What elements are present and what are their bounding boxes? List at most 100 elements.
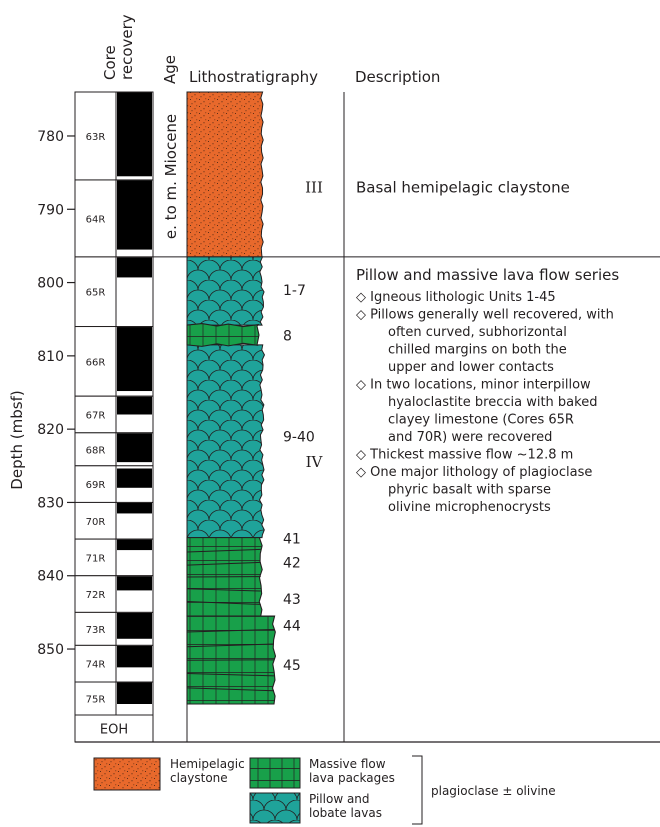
flow-package-boundary bbox=[186, 643, 275, 648]
flow-package-boundary bbox=[186, 673, 275, 677]
core-recovered-interval bbox=[117, 327, 152, 392]
depth-tick-label: 790 bbox=[37, 202, 64, 218]
depth-tick-label: 810 bbox=[37, 349, 64, 365]
igneous-unit-label: 9-40 bbox=[283, 429, 315, 445]
depth-tick-label: 830 bbox=[37, 495, 64, 511]
figure-frame bbox=[75, 92, 660, 743]
core-recovered-interval bbox=[117, 576, 152, 591]
header-description: Description bbox=[355, 68, 440, 86]
core-recovered-interval bbox=[117, 396, 152, 415]
core-box bbox=[74, 644, 117, 683]
age-column: e. to m. Miocene bbox=[153, 114, 187, 258]
legend: Hemipelagic claystone Massive flow lava … bbox=[93, 755, 556, 825]
core-recovered-interval bbox=[117, 612, 152, 639]
description-line: often curved, subhorizontal bbox=[388, 325, 567, 340]
core-box bbox=[74, 432, 117, 467]
legend-massive-line2: lava packages bbox=[309, 771, 395, 785]
header-age: Age bbox=[161, 55, 179, 84]
core-recovered-interval bbox=[117, 645, 152, 668]
legend-massive-swatch bbox=[249, 757, 301, 789]
age-label: e. to m. Miocene bbox=[162, 114, 180, 239]
core-recovered-interval bbox=[117, 180, 152, 250]
description-line: olivine microphenocrysts bbox=[388, 500, 551, 515]
igneous-unit-label: 44 bbox=[283, 619, 301, 635]
pillow-lava-interval bbox=[186, 256, 265, 326]
igneous-unit-label: 42 bbox=[283, 556, 301, 572]
header-lithostratigraphy: Lithostratigraphy bbox=[189, 68, 318, 86]
flow-package-boundary bbox=[186, 561, 261, 566]
core-recovery-column: 63R 64R 65R 66R 67R 68R 69R 70R 71R 72R 73R 74R 75R E… bbox=[74, 91, 154, 743]
core-label: 71R bbox=[86, 553, 106, 564]
core-recovered-interval bbox=[117, 682, 152, 705]
description-line: clayey limestone (Cores 65R bbox=[388, 413, 574, 428]
core-label: 74R bbox=[86, 660, 106, 671]
description-line: and 70R) were recovered bbox=[388, 430, 552, 445]
lithology-column: 1-7 8 9-40 41 42 43 44 45 bbox=[186, 91, 315, 705]
depth-tick-label: 840 bbox=[37, 569, 64, 585]
header-core-recovery-line2: recovery bbox=[118, 14, 136, 80]
description-line: chilled margins on both the bbox=[388, 343, 567, 358]
core-box bbox=[74, 91, 117, 181]
core-box bbox=[74, 538, 117, 577]
core-label: 68R bbox=[86, 445, 106, 456]
core-box bbox=[74, 326, 117, 397]
lithologic-unit-roman: IV bbox=[306, 453, 324, 471]
legend-pillow-line1: Pillow and bbox=[309, 792, 370, 806]
legend-pillow-line2: lobate lavas bbox=[309, 806, 382, 820]
core-recovered-interval bbox=[117, 92, 152, 177]
flow-package-boundary bbox=[186, 687, 275, 692]
core-label: 69R bbox=[86, 480, 106, 491]
legend-hemipelagic-line2: claystone bbox=[170, 771, 228, 785]
core-label: 63R bbox=[86, 132, 106, 143]
core-box bbox=[74, 501, 117, 540]
eoh-box bbox=[74, 714, 154, 743]
core-label: 66R bbox=[86, 357, 106, 368]
core-label: 75R bbox=[86, 695, 106, 706]
legend-bracket-label: plagioclase ± olivine bbox=[431, 784, 556, 798]
legend-massive-line1: Massive flow bbox=[309, 757, 386, 771]
flow-package-boundary bbox=[186, 601, 261, 605]
description-line: upper and lower contacts bbox=[388, 360, 554, 375]
pillow-lava-interval bbox=[186, 344, 266, 539]
flow-package-boundary bbox=[186, 548, 261, 553]
header-core-recovery-line1: Core bbox=[101, 45, 119, 80]
depth-axis-label: Depth (mbsf) bbox=[8, 390, 26, 489]
core-label: 73R bbox=[86, 625, 106, 636]
legend-hemipelagic-swatch bbox=[93, 757, 161, 791]
core-label: 70R bbox=[86, 517, 106, 528]
igneous-unit-label: 43 bbox=[283, 592, 301, 608]
description-line: ◇ Pillows generally well recovered, with bbox=[356, 308, 614, 323]
legend-pillow-swatch bbox=[249, 792, 301, 824]
core-recovered-interval bbox=[117, 433, 152, 463]
depth-tick-label: 820 bbox=[37, 422, 64, 438]
unit-iii-description: Basal hemipelagic claystone bbox=[356, 178, 570, 196]
massive-flow-interval bbox=[186, 323, 260, 347]
core-recovered-interval bbox=[117, 539, 152, 551]
igneous-unit-label: 45 bbox=[283, 658, 301, 674]
depth-tick-label: 780 bbox=[37, 129, 64, 145]
core-box bbox=[74, 681, 117, 716]
eoh-label: EOH bbox=[100, 723, 128, 738]
core-recovered-interval bbox=[117, 257, 152, 278]
description-line: phyric basalt with sparse bbox=[388, 483, 551, 498]
igneous-unit-label: 41 bbox=[283, 531, 301, 547]
unit-iv-description-title: Pillow and massive lava flow series bbox=[356, 266, 619, 284]
core-label: 64R bbox=[86, 214, 106, 225]
legend-bracket bbox=[412, 755, 423, 825]
description-line: ◇ One major lithology of plagioclase bbox=[356, 465, 592, 480]
core-label: 65R bbox=[86, 288, 106, 299]
core-label: 67R bbox=[86, 410, 106, 421]
igneous-unit-label: 1-7 bbox=[283, 283, 306, 299]
legend-hemipelagic-line1: Hemipelagic bbox=[170, 757, 245, 771]
depth-tick-label: 800 bbox=[37, 276, 64, 292]
core-label: 72R bbox=[86, 590, 106, 601]
flow-package-boundary bbox=[186, 628, 275, 633]
igneous-unit-label: 8 bbox=[283, 328, 292, 344]
claystone-interval bbox=[186, 91, 264, 258]
description-line: ◇ In two locations, minor interpillow bbox=[356, 378, 591, 393]
core-recovered-interval bbox=[117, 468, 152, 488]
